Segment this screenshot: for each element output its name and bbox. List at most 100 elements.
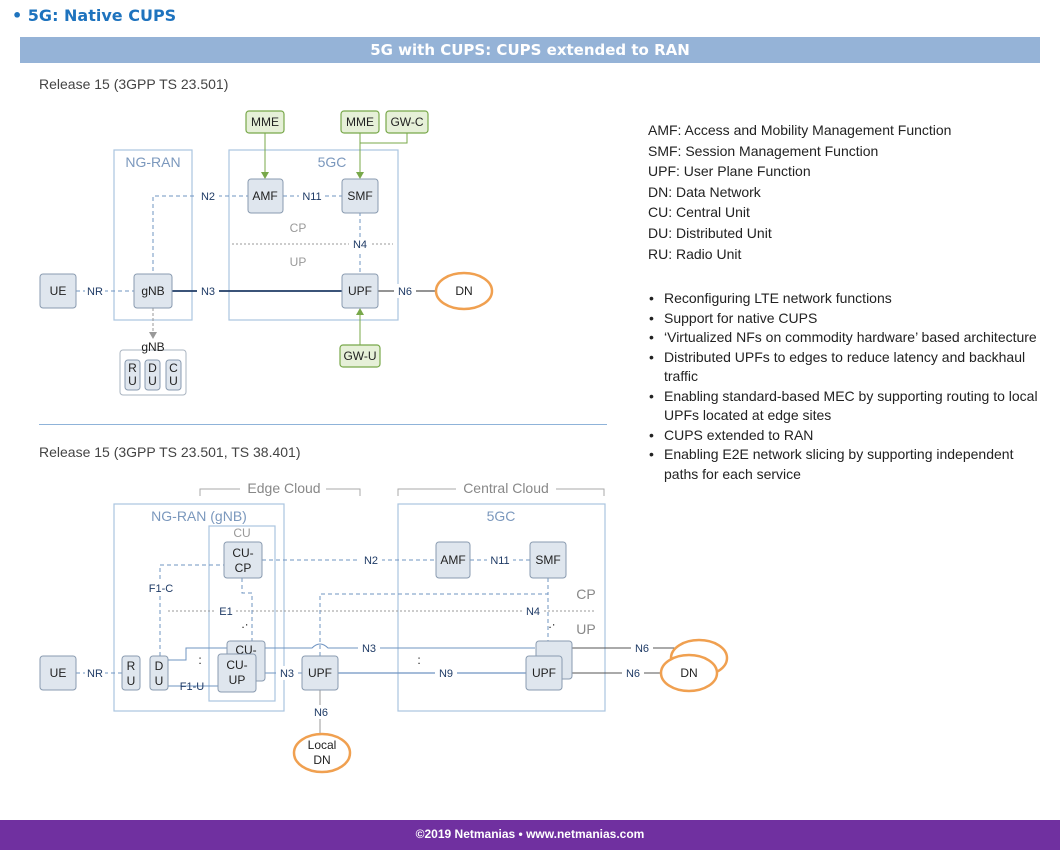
ru-unit [124, 359, 141, 391]
smf-node [341, 178, 379, 214]
du-unit [144, 359, 161, 391]
fivegc-region [228, 149, 399, 321]
n2-interface-label: N2 [201, 191, 215, 203]
label-bg [487, 553, 513, 567]
cu-region [208, 525, 276, 702]
legend-item: AMF: Access and Mobility Management Func… [648, 122, 952, 138]
bullet-item: CUPS extended to RAN [648, 426, 1048, 446]
du-node-label: U [155, 674, 164, 688]
legend-item: SMF: Session Management Function [648, 142, 879, 159]
gwc-node-label: GW-C [390, 115, 423, 129]
ue-node-label: UE [50, 666, 67, 680]
f1c-interface-label: F1-C [149, 583, 174, 595]
legend-item: RU: Radio Unit [648, 245, 742, 262]
label-bg [360, 553, 382, 567]
bullet-item: Distributed UPFs to edges to reduce late… [648, 348, 1048, 387]
label-bg [310, 705, 332, 719]
gwu-node-label: GW-U [343, 349, 376, 363]
gwc-smf-link [360, 133, 408, 144]
divider [39, 424, 607, 425]
cp-label: CP [290, 221, 307, 235]
nr-interface-label: NR [87, 286, 103, 298]
e1-interface-label: E1 [219, 606, 232, 618]
upf-central-node [525, 655, 563, 691]
gnb-split-label: gNB [141, 340, 164, 354]
fivegc-region-label: 5GC [318, 154, 347, 170]
n3-interface-label: N3 [201, 286, 215, 298]
nr-interface-label: NR [87, 668, 103, 680]
central-cloud-bracket [556, 488, 605, 496]
label-bg [197, 284, 219, 298]
label-bg [349, 237, 371, 251]
ngran-gnb-region [113, 503, 285, 712]
n2-link [152, 195, 248, 278]
label-bg [299, 189, 325, 203]
gnb-node [133, 273, 173, 309]
upf-node [341, 273, 379, 309]
upf-central-node-label: UPF [532, 666, 556, 680]
local-dn-node-label: Local [308, 738, 337, 752]
dn-node-label: DN [680, 666, 697, 680]
smf-node [529, 541, 567, 579]
architecture-diagram: NG-RAN 5GC CP UP N2 N11 N4 NR N3 [39, 110, 729, 774]
du-node-label: D [155, 659, 164, 673]
section-banner: 5G with CUPS: CUPS extended to RAN [20, 37, 1040, 63]
legend-item: CU: Central Unit [648, 204, 750, 221]
cu-cp-node-label: CU- [232, 546, 253, 560]
bullet-item: Enabling standard-based MEC by supportin… [648, 387, 1048, 426]
bullet-item: Enabling E2E network slicing by supporti… [648, 445, 1048, 484]
ru-unit-label: R [128, 361, 137, 375]
n11-interface-label: N11 [490, 555, 509, 567]
amf-node [435, 541, 471, 579]
n3-interface-label: N3 [362, 643, 376, 655]
cu-unit-label: C [169, 361, 178, 375]
legend-item: DU: Distributed Unit [648, 224, 772, 241]
up-label: UP [576, 621, 595, 637]
ngran-gnb-region-label: NG-RAN (gNB) [151, 508, 247, 524]
feature-bullet-list: Reconfiguring LTE network functions Supp… [648, 289, 1048, 484]
f1u-link [168, 647, 227, 661]
ue-node-label: UE [50, 284, 67, 298]
local-dn-node [292, 732, 352, 774]
label-bg [216, 604, 236, 618]
ellipsis-marker: : [417, 653, 420, 667]
release-label-bottom: Release 15 (3GPP TS 23.501, TS 38.401) [39, 444, 301, 460]
cu-cp-node-label: CP [235, 561, 252, 575]
dn-node [659, 653, 719, 693]
cu-up-node-label: CU- [226, 658, 247, 672]
abbreviation-legend: AMF: Access and Mobility Management Func… [648, 120, 951, 264]
n9-interface-label: N9 [439, 668, 453, 680]
bullet-item: ‘Virtualized NFs on commodity hardware’ … [648, 328, 1048, 348]
gwu-node [339, 344, 381, 368]
ru-node [121, 655, 141, 691]
n2-interface-label: N2 [364, 555, 378, 567]
ellipsis-marker: : [198, 653, 201, 667]
legend-item: DN: Data Network [648, 183, 761, 200]
ngran-region-label: NG-RAN [125, 154, 180, 170]
ellipsis-marker: .· [241, 617, 248, 631]
release-label-top: Release 15 (3GPP TS 23.501) [39, 76, 229, 92]
edge-cloud-bracket [326, 488, 361, 496]
label-bg [147, 581, 175, 595]
f1c-link [159, 564, 224, 656]
n6-interface-label: N6 [635, 643, 649, 655]
n6-local-interface-label: N6 [314, 707, 328, 719]
du-node [149, 655, 169, 691]
bottom-diagram: Edge Cloud Central Cloud NG-RAN (gNB) CU… [39, 480, 729, 774]
label-bg [85, 666, 105, 680]
amf-node-label: AMF [252, 189, 277, 203]
cp-label: CP [576, 586, 595, 602]
e1-link [241, 578, 253, 645]
n4-interface-label: N4 [526, 606, 540, 618]
label-bg [85, 284, 105, 298]
n4-interface-label: N4 [353, 239, 367, 251]
ellipsis-marker: .· [548, 617, 555, 631]
cu-unit [165, 359, 182, 391]
local-dn-node-label: DN [313, 753, 330, 767]
footer-copyright: ©2019 Netmanias • www.netmanias.com [0, 820, 1060, 850]
gnb-node-label: gNB [141, 284, 164, 298]
n3-interface-label: N3 [280, 668, 294, 680]
dn-node-label: DN [455, 284, 472, 298]
n6-interface-label: N6 [398, 286, 412, 298]
mme-node [340, 110, 380, 134]
